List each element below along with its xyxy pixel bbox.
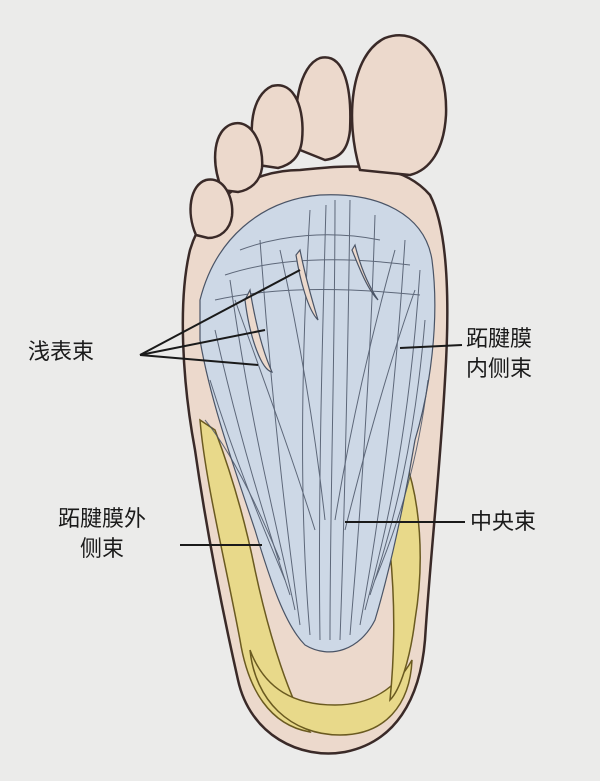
leader-superficial-1 [139,269,301,356]
third-toe [250,84,304,170]
label-lateral-bundle: 跖腱膜外 侧束 [58,505,146,565]
toes [189,34,448,240]
label-central-text: 中央束 [470,510,537,535]
label-medial-bundle: 跖腱膜 内侧束 [466,325,532,385]
leader-medial [399,344,463,349]
label-superficial-text: 浅表束 [28,340,95,365]
label-lateral-line2: 侧束 [80,537,125,562]
leader-superficial-3 [139,354,259,366]
label-superficial-bundle: 浅表束 [28,338,94,368]
big-toe [350,34,448,177]
fat-pad-lateral [199,418,312,734]
leader-superficial-2 [139,329,266,356]
label-central-bundle: 中央束 [470,508,536,538]
leader-lines [139,269,465,546]
plantar-fascia [199,194,436,653]
label-lateral-line1: 跖腱膜外 [58,507,147,532]
fifth-toe [189,178,234,240]
second-toe [294,56,352,162]
label-medial-line1: 跖腱膜 [466,327,533,352]
fascia-fibers [204,199,429,641]
fat-pad-heel [249,649,413,736]
label-medial-line2: 内侧束 [466,357,533,382]
fourth-toe [213,121,264,194]
fascia-gaps [244,243,379,373]
